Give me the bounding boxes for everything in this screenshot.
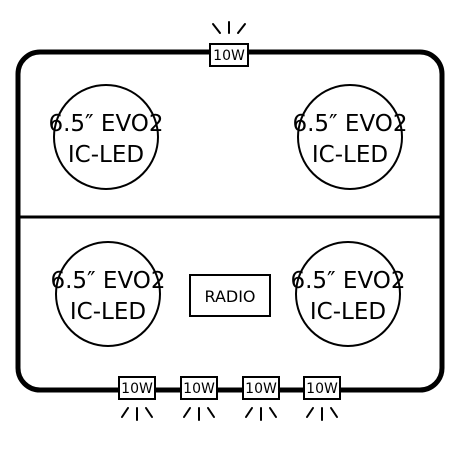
speaker-top-left: 6.5″ EVO2 IC-LED (48, 84, 164, 190)
light-rays-icon (121, 407, 153, 421)
speaker-model: 6.5″ EVO2 (48, 111, 163, 137)
light-box (242, 376, 280, 400)
light-box (180, 376, 218, 400)
speaker-type: IC-LED (312, 142, 388, 168)
light-rays-icon (183, 407, 215, 421)
speaker-model: 6.5″ EVO2 (290, 268, 405, 294)
light-label: 10W (183, 381, 215, 397)
speaker-circle (297, 84, 403, 190)
speaker-type: IC-LED (68, 142, 144, 168)
light-box (118, 376, 156, 400)
speaker-circle (53, 84, 159, 190)
speaker-type: IC-LED (310, 299, 386, 325)
light-rays-icon (245, 407, 277, 421)
radio-unit: RADIO (189, 274, 271, 317)
light-label: 10W (121, 381, 153, 397)
light-label: 10W (306, 381, 338, 397)
light-label: 10W (245, 381, 277, 397)
light-rays-icon (212, 21, 246, 34)
bottom-light-2: 10W (180, 376, 218, 421)
light-box (303, 376, 341, 400)
speaker-circle (295, 241, 401, 347)
speaker-type: IC-LED (70, 299, 146, 325)
radio-label: RADIO (204, 287, 255, 306)
speaker-model: 6.5″ EVO2 (50, 268, 165, 294)
light-box (209, 43, 249, 67)
bottom-light-4: 10W (303, 376, 341, 421)
speaker-top-right: 6.5″ EVO2 IC-LED (292, 84, 408, 190)
light-rays-icon (306, 407, 338, 421)
speaker-model: 6.5″ EVO2 (292, 111, 407, 137)
light-label: 10W (213, 48, 245, 64)
bottom-light-1: 10W (118, 376, 156, 421)
speaker-circle (55, 241, 161, 347)
speaker-bottom-left: 6.5″ EVO2 IC-LED (50, 241, 166, 347)
bottom-light-3: 10W (242, 376, 280, 421)
top-light: 10W (209, 21, 249, 67)
radio-box (189, 274, 271, 317)
speaker-bottom-right: 6.5″ EVO2 IC-LED (290, 241, 406, 347)
